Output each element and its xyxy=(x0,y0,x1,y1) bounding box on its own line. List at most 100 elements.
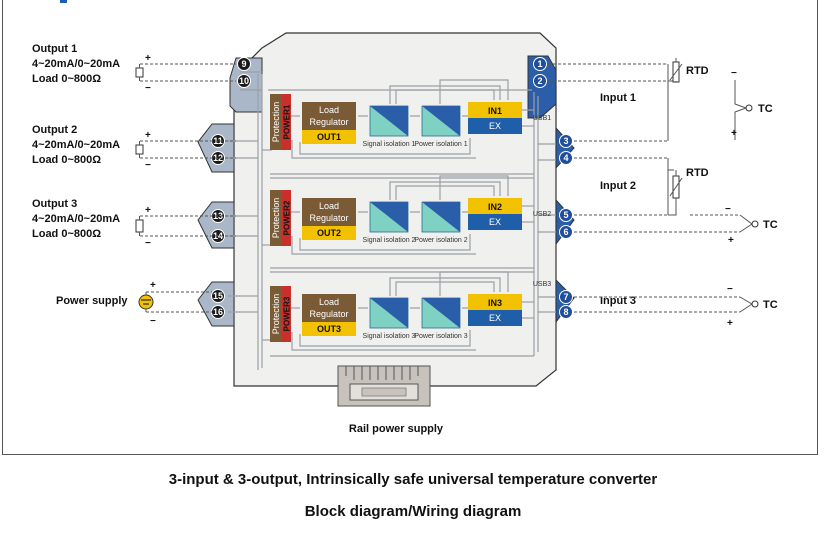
output-name: Output 2 xyxy=(32,124,77,136)
svg-text:7: 7 xyxy=(563,292,568,302)
caption-title: 3-input & 3-output, Intrinsically safe u… xyxy=(168,471,658,488)
protection-label: Protection xyxy=(271,198,281,239)
ex-block xyxy=(468,310,522,326)
in-block xyxy=(468,294,522,310)
signal-isolation-icon xyxy=(369,201,409,233)
terminal-16: 16 xyxy=(211,305,225,319)
minus-sign: − xyxy=(725,204,731,215)
corner-mark xyxy=(60,0,67,3)
input-name: Input 2 xyxy=(600,180,636,192)
output-range: 4~20mA/0~20mA xyxy=(32,213,120,225)
load-resistor xyxy=(135,67,144,78)
plus-sign: + xyxy=(727,318,733,329)
protection-block xyxy=(270,286,282,342)
output-load: Load 0~800Ω xyxy=(32,228,101,240)
minus-sign: − xyxy=(731,68,737,79)
svg-text:1: 1 xyxy=(537,59,542,69)
power-isolation-label: Power isolation 2 xyxy=(414,237,467,244)
terminal-housing-11-12 xyxy=(197,123,235,173)
in-label: IN3 xyxy=(488,298,502,308)
terminal-10: 10 xyxy=(237,74,251,88)
ex-label: EX xyxy=(489,217,501,227)
terminal-4: 4 xyxy=(559,151,573,165)
tc-label: TC xyxy=(758,103,773,115)
load-regulator-label: Load xyxy=(319,105,339,115)
diagram-frame xyxy=(2,0,818,455)
signal-isolation-icon xyxy=(369,105,409,137)
output-name: Output 1 xyxy=(32,43,77,55)
svg-text:10: 10 xyxy=(239,76,249,86)
input-1-wiring: Input 1 RTD TC − + xyxy=(548,58,773,142)
channel-traces xyxy=(286,271,534,351)
out-label: OUT2 xyxy=(317,228,341,238)
plus-sign: + xyxy=(145,53,151,64)
rail-power-label: Rail power supply xyxy=(349,423,444,435)
ex-block xyxy=(468,214,522,230)
minus-sign: − xyxy=(150,316,156,327)
power-label: POWER3 xyxy=(283,296,292,331)
signal-isolation-label: Signal isolation 3 xyxy=(363,333,416,340)
output-load: Load 0~800Ω xyxy=(32,154,101,166)
power-block xyxy=(282,286,291,342)
ex-label: EX xyxy=(489,121,501,131)
channel-traces xyxy=(286,175,534,255)
svg-text:9: 9 xyxy=(241,59,246,69)
minus-sign: − xyxy=(145,238,151,249)
plus-sign: + xyxy=(728,235,734,246)
minus-sign: − xyxy=(145,83,151,94)
plus-sign: + xyxy=(145,130,151,141)
output-load: Load 0~800Ω xyxy=(32,73,101,85)
tc-label: TC xyxy=(763,299,778,311)
caption-subtitle: Block diagram/Wiring diagram xyxy=(304,503,522,520)
svg-text:4: 4 xyxy=(563,153,568,163)
terminal-housing-15-16 xyxy=(197,281,235,327)
load-regulator-block xyxy=(302,198,356,226)
svg-text:2: 2 xyxy=(537,76,542,86)
signal-isolation-icon xyxy=(369,297,409,329)
out-label: OUT3 xyxy=(317,324,341,334)
minus-sign: − xyxy=(145,160,151,171)
out-block xyxy=(302,130,356,144)
load-regulator-block xyxy=(302,102,356,130)
power-isolation-label: Power isolation 3 xyxy=(414,333,467,340)
rtd-label: RTD xyxy=(686,65,709,77)
svg-text:5: 5 xyxy=(563,210,568,220)
power-isolation-label: Power isolation 1 xyxy=(414,141,467,148)
plus-sign: + xyxy=(731,128,737,139)
terminal-5: 5 xyxy=(559,208,573,222)
plus-sign: + xyxy=(150,280,156,291)
svg-text:16: 16 xyxy=(213,307,223,317)
load-regulator-label: Regulator xyxy=(309,213,348,223)
input-name: Input 1 xyxy=(600,92,636,104)
ex-block xyxy=(468,118,522,134)
usb-label: USB1 xyxy=(533,115,551,122)
signal-isolation-label: Signal isolation 2 xyxy=(363,237,416,244)
terminal-7: 7 xyxy=(559,290,573,304)
usb-label: USB3 xyxy=(533,281,551,288)
usb-label: USB2 xyxy=(533,211,551,218)
out-block xyxy=(302,322,356,336)
svg-text:15: 15 xyxy=(213,291,223,301)
power-label: POWER2 xyxy=(283,200,292,235)
in-block xyxy=(468,102,522,118)
out-block xyxy=(302,226,356,240)
protection-block xyxy=(270,190,282,246)
power-isolation-icon xyxy=(421,105,461,137)
power-isolation-icon xyxy=(421,201,461,233)
load-resistor xyxy=(135,219,144,233)
in-block xyxy=(468,198,522,214)
power-source-icon xyxy=(138,294,154,310)
power-label: POWER1 xyxy=(283,104,292,139)
power-isolation-icon xyxy=(421,297,461,329)
svg-text:3: 3 xyxy=(563,136,568,146)
load-resistor xyxy=(135,144,144,155)
